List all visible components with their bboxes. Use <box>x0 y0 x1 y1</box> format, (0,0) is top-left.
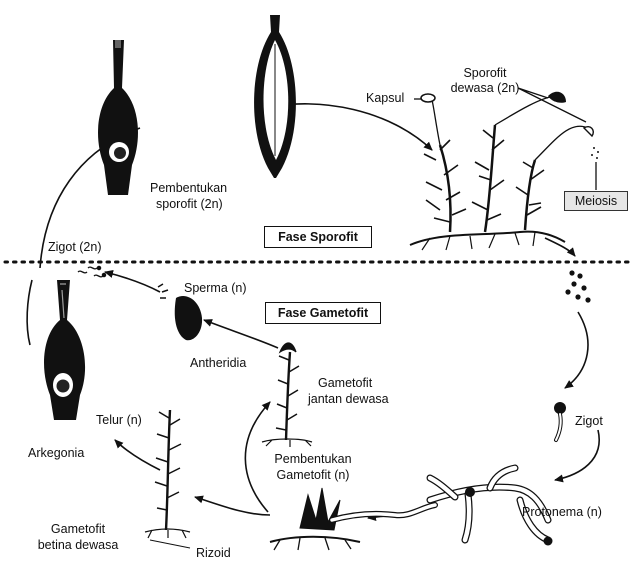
label-arkegonia: Arkegonia <box>28 446 85 460</box>
label-pembentukan-sporofit-1: Pembentukan <box>150 181 228 195</box>
meiosis-label: Meiosis <box>564 191 628 211</box>
arrow-betina-to-telur <box>114 439 161 471</box>
label-protonema: Protonema (n) <box>522 505 602 519</box>
archegonium-egg-illustration <box>44 280 86 420</box>
label-gametofit-jantan-1: Gametofit <box>318 376 373 390</box>
label-zigot: Zigot <box>575 414 603 428</box>
label-sporofit-dewasa-1: Sporofit <box>463 66 507 80</box>
mature-sporophyte-illustration <box>409 95 589 251</box>
germinating-spore-illustration <box>554 402 566 442</box>
label-pembentukan-gametofit-1: Pembentukan <box>274 452 352 466</box>
arrow-to-jantan <box>244 401 271 513</box>
arrow-jantan-to-antheridia <box>203 319 279 349</box>
label-antheridia: Antheridia <box>190 356 247 370</box>
capsule-right <box>548 91 566 103</box>
arrow-to-betina <box>194 495 271 516</box>
male-gametophyte-illustration <box>261 342 313 447</box>
developing-sporophyte-illustration <box>254 15 296 178</box>
label-telur: Telur (n) <box>96 413 142 427</box>
arrow-antheridia-to-sperma <box>104 270 161 293</box>
arrow-spores-to-zigot <box>564 311 589 389</box>
sporofit-dewasa-pointer <box>517 87 587 123</box>
sperm-illustration <box>77 265 107 278</box>
protonema-illustration <box>426 464 552 544</box>
label-zigot-2n: Zigot (2n) <box>48 240 102 254</box>
label-pembentukan-gametofit-2: Gametofit (n) <box>276 468 350 482</box>
arrow-meiosis-to-spores <box>544 237 576 257</box>
archegonium-zygote-illustration <box>98 40 138 195</box>
antheridium-illustration <box>157 283 203 341</box>
label-gametofit-jantan-2: jantan dewasa <box>308 392 389 406</box>
phase-box-gametophyte: Fase Gametofit <box>265 302 381 324</box>
kapsul-capsule <box>420 93 436 103</box>
label-sperma: Sperma (n) <box>184 281 247 295</box>
female-gametophyte-illustration <box>144 409 191 549</box>
arrow-zigot-to-protonema <box>554 429 600 483</box>
label-gametofit-betina-1: Gametofit <box>50 522 106 536</box>
developing-gametophyte-illustration <box>269 487 438 551</box>
capsule-far <box>582 126 594 138</box>
protonema-tip <box>543 536 553 546</box>
spore-dots <box>565 147 599 303</box>
protonema-bud <box>465 487 475 497</box>
label-kapsul: Kapsul <box>366 91 405 105</box>
label-gametofit-betina-2: betina dewasa <box>37 538 119 552</box>
label-rizoid: Rizoid <box>196 546 231 560</box>
label-pembentukan-sporofit-2: sporofit (2n) <box>156 197 223 211</box>
label-sporofit-dewasa-2: dewasa (2n) <box>450 81 520 95</box>
arrow-arkegonia-up <box>26 279 33 346</box>
phase-box-sporophyte: Fase Sporofit <box>264 226 372 248</box>
